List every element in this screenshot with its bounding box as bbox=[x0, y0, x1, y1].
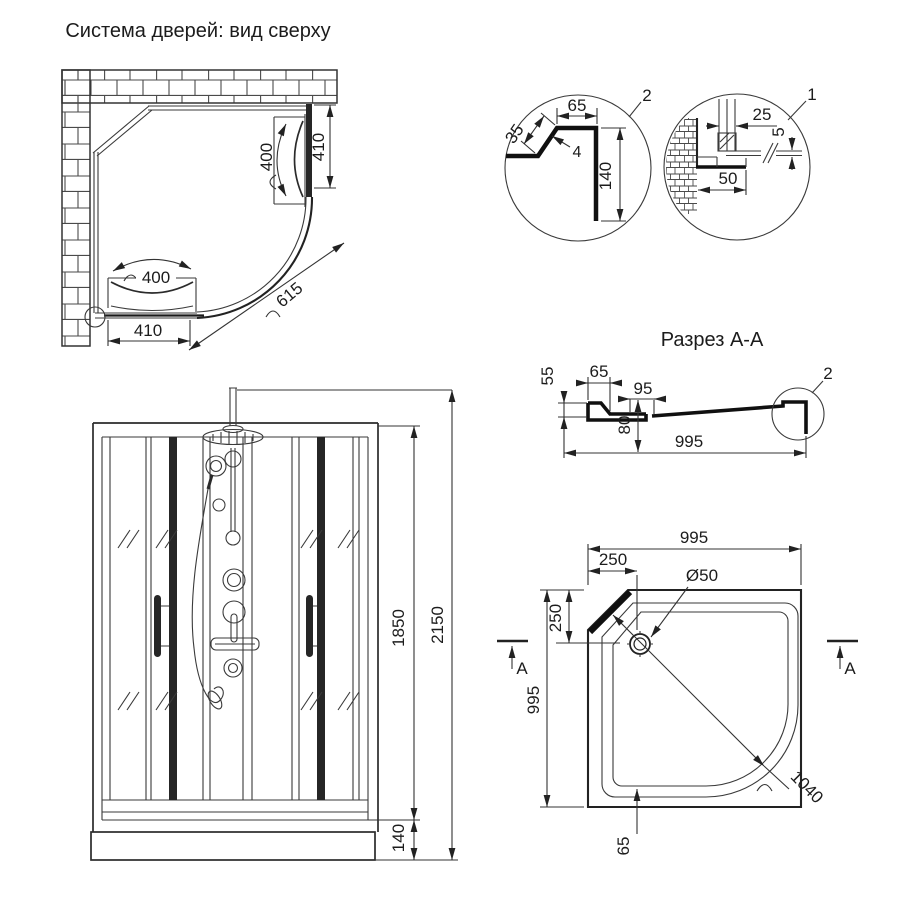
glass-panel-lines bbox=[726, 150, 802, 157]
section-marker-right-label: A bbox=[844, 659, 856, 678]
section-detail-circle bbox=[771, 387, 825, 441]
shower-hose bbox=[191, 488, 224, 704]
glass-panel-mullions bbox=[109, 437, 360, 800]
slide-rail bbox=[230, 448, 236, 532]
dim-ledge-width: 95 bbox=[634, 379, 653, 398]
door-handle-right[interactable] bbox=[306, 595, 313, 657]
detail-1-dimensions: 25 5 50 bbox=[698, 105, 796, 195]
tray-corner-profile bbox=[587, 589, 633, 635]
section-callout-2: 2 bbox=[823, 364, 832, 383]
door-handle-left[interactable] bbox=[154, 595, 161, 657]
detail-circle-2: 2 65 35 4 140 bbox=[501, 86, 652, 242]
dim-gap: 5 bbox=[769, 127, 788, 136]
dim-depth: 80 bbox=[615, 416, 634, 435]
corner-post bbox=[306, 104, 312, 197]
dim-overall-width: 995 bbox=[675, 432, 703, 451]
tray-top-view: 995 250 Ø50 250 995 1040 65 A A bbox=[497, 528, 858, 855]
drain bbox=[627, 631, 653, 657]
magnifier-circle-2 bbox=[504, 94, 652, 242]
section-aa-title: Разрез А-А bbox=[661, 329, 764, 351]
magnifier-circle-1 bbox=[663, 93, 811, 241]
callout-1-label: 1 bbox=[807, 85, 816, 104]
break-symbol bbox=[762, 142, 779, 164]
dim-profile-top-width: 65 bbox=[568, 96, 587, 115]
dim-bottom-opening: 410 bbox=[134, 321, 162, 340]
rain-shower-head bbox=[202, 428, 264, 446]
hand-shower-head bbox=[207, 690, 223, 710]
corner-detail-marker bbox=[84, 306, 106, 328]
dim-edge-height: 55 bbox=[538, 367, 557, 386]
section-aa-view: Разрез А-А 55 65 95 80 995 2 bbox=[538, 329, 833, 458]
section-marker-left-label: A bbox=[516, 659, 528, 678]
control-knob-top[interactable] bbox=[222, 568, 246, 592]
dim-tray-depth: 995 bbox=[524, 686, 543, 714]
sliding-door-right bbox=[273, 114, 306, 207]
section-aa-dimensions: 55 65 95 80 995 bbox=[538, 362, 807, 458]
hand-shower[interactable] bbox=[205, 455, 227, 490]
brick-wall-top bbox=[61, 69, 338, 104]
dim-drain-offset-left: 250 bbox=[546, 604, 565, 632]
dim-tray-diagonal: 1040 bbox=[787, 767, 827, 807]
dim-bottom-rim: 65 bbox=[614, 837, 633, 856]
callout-2-label: 2 bbox=[642, 86, 651, 105]
dim-drain-diameter: Ø50 bbox=[686, 566, 718, 585]
shower-shelf bbox=[210, 637, 260, 651]
brick-wall-left bbox=[61, 69, 91, 347]
dim-rim-width: 65 bbox=[590, 362, 609, 381]
dim-tray-height: 140 bbox=[389, 824, 408, 852]
tray-edge-profile bbox=[506, 125, 599, 221]
door-stile-left bbox=[169, 437, 177, 800]
dim-glass-thickness: 4 bbox=[573, 144, 582, 161]
door-stile-right bbox=[317, 437, 325, 800]
dim-glass-height: 1850 bbox=[389, 609, 408, 647]
dim-wall-offset: 50 bbox=[719, 169, 738, 188]
control-knob-lever[interactable] bbox=[222, 600, 246, 624]
dim-profile-height: 140 bbox=[596, 162, 615, 190]
section-marker-right: A bbox=[827, 639, 858, 678]
dim-right-door-width: 400 bbox=[257, 143, 276, 171]
dim-total-height: 2150 bbox=[428, 606, 447, 644]
detail-circle-1: 1 25 5 50 bbox=[663, 85, 817, 241]
enclosure-glass-outline bbox=[92, 105, 307, 319]
shower-column bbox=[191, 387, 264, 710]
section-marker-left: A bbox=[497, 639, 528, 678]
dim-profile-width: 25 bbox=[753, 105, 772, 124]
tray-section-profile bbox=[586, 400, 808, 434]
dim-right-opening: 410 bbox=[309, 133, 328, 161]
front-view-dimensions: 1850 2150 140 bbox=[237, 389, 458, 861]
dim-bottom-door-width: 400 bbox=[142, 268, 170, 287]
front-view: 1850 2150 140 bbox=[90, 387, 458, 861]
glass-shine-marks bbox=[117, 529, 360, 711]
top-view-title: Система дверей: вид сверху bbox=[65, 20, 330, 42]
tray-rim bbox=[601, 602, 799, 798]
dim-drain-offset-top: 250 bbox=[599, 550, 627, 569]
brick-hatch bbox=[666, 118, 697, 214]
tray-dimensions: 995 250 Ø50 250 995 1040 65 bbox=[524, 528, 827, 855]
detail-2-dimensions: 65 35 4 140 bbox=[501, 96, 626, 222]
dim-tray-width: 995 bbox=[680, 528, 708, 547]
shower-tray-front bbox=[90, 831, 376, 861]
top-view: Система дверей: вид сверху bbox=[61, 20, 345, 351]
